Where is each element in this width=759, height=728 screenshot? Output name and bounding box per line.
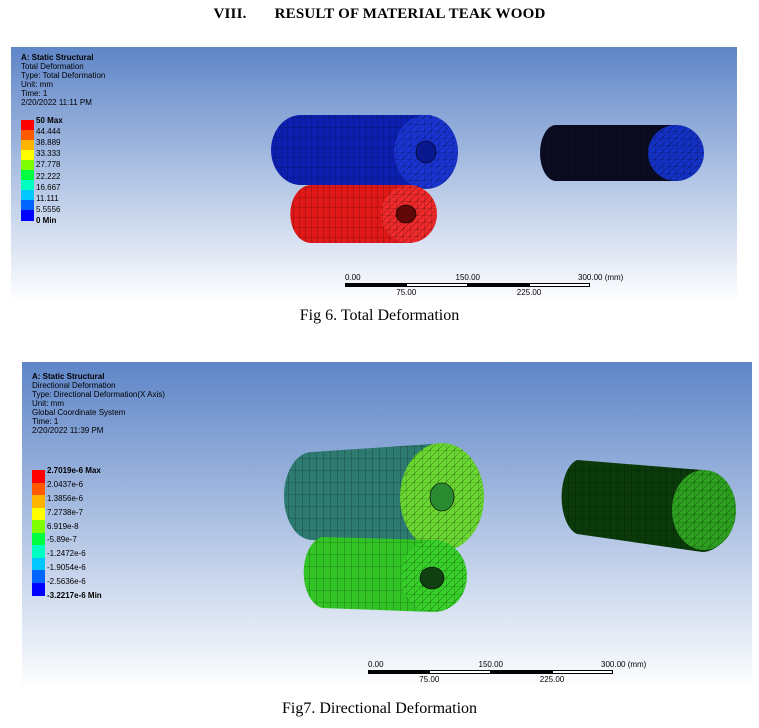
fig7-lower-roller (303, 537, 467, 612)
fig6-upper-roller (271, 115, 458, 189)
legend-swatch (21, 210, 34, 221)
scale-label: 150.00 (478, 660, 503, 669)
fig7-info-line: 2/20/2022 11:39 PM (32, 426, 104, 435)
scale-label: 225.00 (539, 675, 565, 684)
scale-segment (467, 283, 529, 287)
legend-label: 44.444 (36, 127, 61, 137)
legend-swatch (21, 190, 34, 201)
legend-label: -2.5636e-6 (47, 577, 86, 587)
fig7-right-roller (561, 460, 736, 552)
legend-swatch (32, 507, 45, 521)
fig6-info-line: Total Deformation (21, 62, 84, 71)
legend-label: 16.667 (36, 182, 61, 192)
fig7-upper-roller (284, 443, 484, 551)
fig7-info-line: Unit: mm (32, 399, 64, 408)
fig7-info-line: Time: 1 (32, 417, 59, 426)
legend-swatch (32, 482, 45, 496)
scale-segment (406, 283, 468, 287)
scale-segment (551, 670, 613, 674)
fig6-info-line: 2/20/2022 11:11 PM (21, 98, 92, 107)
legend-label: 38.889 (36, 138, 61, 148)
scale-segment (528, 283, 590, 287)
scale-label: 0.00 (345, 273, 361, 282)
fig7-info-line: Global Coordinate System (32, 408, 126, 417)
legend-label: 7.2738e-7 (47, 507, 84, 517)
legend-label: 6.919e-8 (47, 521, 79, 531)
scale-label: 150.00 (455, 273, 480, 282)
fig7-info-line: Directional Deformation (32, 381, 116, 390)
figure-7-render (22, 362, 752, 690)
legend-label: 33.333 (36, 149, 61, 159)
fig6-scale-bar: 0.00 150.00 300.00 (mm) 75.00 225.00 (345, 273, 645, 297)
legend-label: 27.778 (36, 160, 61, 170)
legend-swatch (32, 532, 45, 546)
scale-segment (368, 670, 430, 674)
scale-label: 300.00 (mm) (601, 660, 647, 669)
fig7-info-block: A: Static Structural Directional Deforma… (32, 372, 165, 435)
fig6-info-line: Type: Total Deformation (21, 71, 106, 80)
fig7-info-line: A: Static Structural (32, 372, 105, 381)
legend-swatch (32, 470, 45, 483)
fig7-info-line: Type: Directional Deformation(X Axis) (32, 390, 165, 399)
legend-label: 5.5556 (36, 204, 61, 214)
legend-label: -1.2472e-6 (47, 549, 86, 559)
legend-swatch (32, 570, 45, 583)
legend-label: -1.9054e-6 (47, 563, 86, 573)
scale-segment (490, 670, 552, 674)
figure-6-render (11, 47, 737, 303)
legend-swatch (32, 545, 45, 558)
legend-label: 22.222 (36, 171, 61, 181)
section-heading: VIII. RESULT OF MATERIAL TEAK WOOD (0, 6, 759, 23)
legend-swatch (32, 582, 45, 596)
fig6-info-line: Time: 1 (21, 89, 48, 98)
scale-segment (429, 670, 491, 674)
legend-label: 0 Min (36, 216, 57, 225)
scale-label: 0.00 (368, 660, 384, 669)
legend-swatch (21, 160, 34, 171)
fig6-right-roller (540, 125, 704, 181)
scale-label: 300.00 (mm) (578, 273, 624, 282)
legend-label: -3.2217e-6 Min (47, 591, 102, 600)
figure-6-caption: Fig 6. Total Deformation (299, 307, 460, 324)
fig7-legend: 2.7019e-6 Max 2.0437e-6 1.3856e-6 7.2738e-7… (32, 466, 142, 600)
section-number: VIII. (213, 6, 247, 22)
figure-7-caption: Fig7. Directional Deformation (281, 700, 478, 717)
legend-label: 11.111 (36, 193, 59, 203)
legend-swatch (32, 520, 45, 533)
section-title: RESULT OF MATERIAL TEAK WOOD (274, 6, 546, 22)
scale-label: 75.00 (396, 288, 417, 297)
legend-swatch (21, 150, 34, 161)
legend-swatch (21, 130, 34, 141)
fig6-info-block: A: Static Structural Total Deformation T… (21, 53, 105, 107)
legend-label: -5.89e-7 (47, 535, 77, 545)
legend-swatch (21, 200, 34, 211)
legend-swatch (32, 495, 45, 508)
figure-6-viewport: A: Static Structural Total Deformation T… (11, 47, 737, 303)
fig6-lower-roller (290, 185, 437, 243)
legend-label: 1.3856e-6 (47, 493, 84, 503)
legend-label: 2.0437e-6 (47, 479, 84, 489)
scale-label: 75.00 (419, 675, 440, 684)
legend-label: 2.7019e-6 Max (47, 466, 101, 475)
legend-swatch (21, 140, 34, 151)
fig7-scale-bar: 0.00 150.00 300.00 (mm) 75.00 225.00 (368, 660, 668, 684)
legend-swatch (21, 180, 34, 191)
fig6-info-line: Unit: mm (21, 80, 53, 89)
legend-swatch (21, 120, 34, 131)
legend-swatch (21, 170, 34, 181)
scale-segment (345, 283, 407, 287)
legend-label: 50 Max (36, 116, 63, 125)
figure-7-viewport: A: Static Structural Directional Deforma… (22, 362, 752, 690)
fig6-info-line: A: Static Structural (21, 53, 94, 62)
legend-swatch (32, 557, 45, 571)
scale-label: 225.00 (516, 288, 542, 297)
